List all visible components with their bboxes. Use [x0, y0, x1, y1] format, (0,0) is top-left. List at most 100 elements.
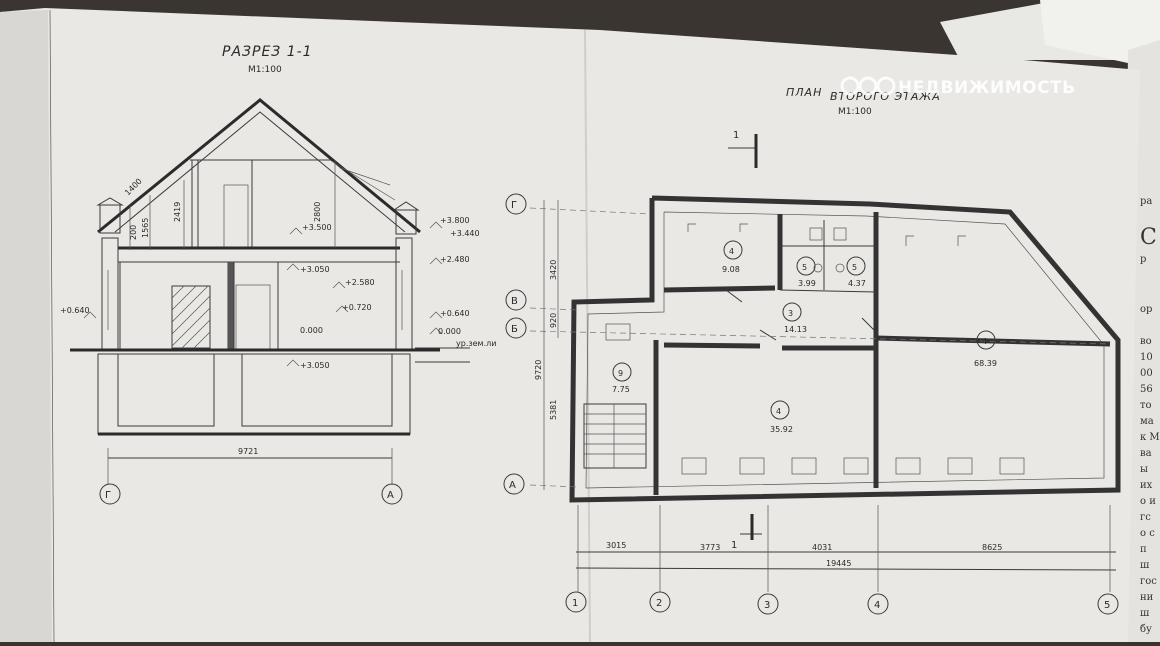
side-text-line: ш — [1140, 560, 1150, 571]
partition-4 — [663, 342, 761, 349]
axis-bubble-col-3 — [757, 593, 779, 615]
dim-2419: 2419 — [173, 202, 182, 222]
axis-bubble-col-4 — [867, 593, 889, 615]
section-scale: М1:100 — [248, 65, 282, 75]
side-text-line: 56 — [1140, 384, 1153, 395]
room-area: 35.92 — [770, 425, 793, 434]
axis-line-v — [529, 307, 579, 311]
dim-200: 200 — [129, 225, 138, 240]
room-area: 4.37 — [848, 279, 866, 288]
col-dim-8625: 8625 — [982, 543, 1002, 552]
total-dim-19445: 19445 — [826, 559, 851, 568]
watermark-logo-icon — [840, 76, 860, 96]
axis-label-col-4: 4 — [874, 600, 880, 611]
col-dim-3773: 3773 — [700, 543, 720, 552]
col-dim-3015: 3015 — [606, 541, 626, 550]
row-dim-5381: 5381 — [549, 400, 558, 420]
room-number: 3 — [788, 309, 793, 318]
dim-1565: 1565 — [141, 218, 150, 238]
room-area: 14.13 — [784, 325, 807, 334]
dim-9721: 9721 — [238, 447, 258, 456]
side-text-line: бу — [1140, 624, 1152, 635]
roof-hatch — [329, 159, 396, 201]
cut-mark-top: 1 — [733, 130, 739, 141]
side-text-line: к М — [1140, 432, 1160, 443]
watermark: НЕДВИЖИМОСТЬ — [840, 76, 1076, 98]
axis-bubble-g — [99, 483, 121, 505]
row-dim-920: 920 — [549, 313, 558, 328]
level-3050-bottom: +3.050 — [300, 361, 330, 370]
door-swing-3 — [861, 317, 875, 331]
level-0720: +0.720 — [342, 303, 372, 312]
axis-line-a — [529, 484, 579, 488]
outer-walls — [569, 195, 1121, 503]
hatch-lines — [171, 285, 211, 349]
room-number: 4 — [776, 407, 781, 416]
side-text-line: ма — [1140, 416, 1154, 427]
hatched-opening — [171, 285, 211, 349]
room-tag-3: 5 4.37 — [846, 256, 866, 288]
axis-label-col-2: 2 — [656, 598, 662, 609]
watermark-text: НЕДВИЖИМОСТЬ — [898, 78, 1076, 98]
axis-bubble-row-a — [503, 473, 525, 495]
room-tag-1: 4 9.08 — [722, 240, 743, 274]
sink-icon — [813, 263, 823, 273]
side-text-line: ра — [1140, 196, 1152, 207]
side-text-line: 00 — [1140, 368, 1153, 379]
door-swing-2 — [759, 329, 777, 341]
level-3440: +3.440 — [450, 229, 480, 238]
parapet-left-cap — [96, 197, 124, 206]
side-text-line: их — [1140, 480, 1153, 491]
level-3500: +3.500 — [302, 223, 332, 232]
stair-steps — [584, 404, 646, 468]
room-tag-4: 3 14.13 — [782, 302, 807, 334]
side-text-line: ш — [1140, 608, 1150, 619]
toilet-icon-2 — [833, 227, 847, 241]
room-number: 5 — [802, 263, 807, 272]
stair — [583, 403, 647, 469]
total-dim-line — [575, 567, 1117, 571]
level-0640-left: +0.640 — [60, 306, 90, 315]
ground-level-label: ур.зем.ли — [456, 339, 496, 348]
partition-1 — [663, 285, 776, 293]
room-tag-6: 9 7.75 — [612, 362, 632, 394]
toilet-icon — [809, 227, 823, 241]
axis-bubble-row-g — [505, 193, 527, 215]
room-number: 4 — [982, 337, 987, 346]
ground-room-right — [241, 353, 393, 427]
axis-line-g — [529, 207, 651, 215]
partition-10 — [779, 289, 877, 293]
floor-plan: ПЛАН ВТОРОГО ЭТАЖА М1:100 1 1 — [503, 86, 1121, 615]
side-document-text: ра С р ор во 10 00 56 то ма к М ва ы их … — [1140, 196, 1160, 635]
side-text-line: гос — [1140, 576, 1157, 587]
upper-partition — [228, 262, 234, 350]
level-3050-top: +3.050 — [300, 265, 330, 274]
room-number: 5 — [852, 263, 857, 272]
side-text-line: ор — [1140, 304, 1152, 315]
level-marks: +3.800 +3.440 +3.500 +3.050 +2.580 +2.48… — [60, 216, 496, 370]
door-swing-1 — [725, 289, 743, 303]
level-0640-right: +0.640 — [440, 309, 470, 318]
axis-bubble-row-b — [505, 317, 527, 339]
axis-label-row-a: А — [509, 480, 516, 491]
side-text-line: С — [1140, 225, 1157, 250]
room-area: 3.99 — [798, 279, 816, 288]
room-area: 9.08 — [722, 265, 740, 274]
plan-title-part2: ВТОРОГО ЭТАЖА — [830, 90, 941, 103]
sheet-left-edge — [0, 10, 52, 642]
axis-bubble-row-v — [505, 289, 527, 311]
side-text-line: п — [1140, 544, 1147, 555]
roof-outline — [97, 98, 421, 234]
axis-label-row-v: В — [511, 296, 518, 307]
sink-icon-2 — [835, 263, 845, 273]
axis-label-a: А — [387, 490, 394, 501]
level-0000-right: 0.000 — [438, 327, 461, 336]
level-0000-mid: 0.000 — [300, 326, 323, 335]
room-tag-5: 4 68.39 — [974, 330, 997, 368]
col-ticks — [577, 505, 1111, 592]
plan-scale: М1:100 — [838, 107, 872, 117]
room-number: 4 — [729, 247, 734, 256]
room-tag-2: 5 3.99 — [796, 256, 816, 288]
